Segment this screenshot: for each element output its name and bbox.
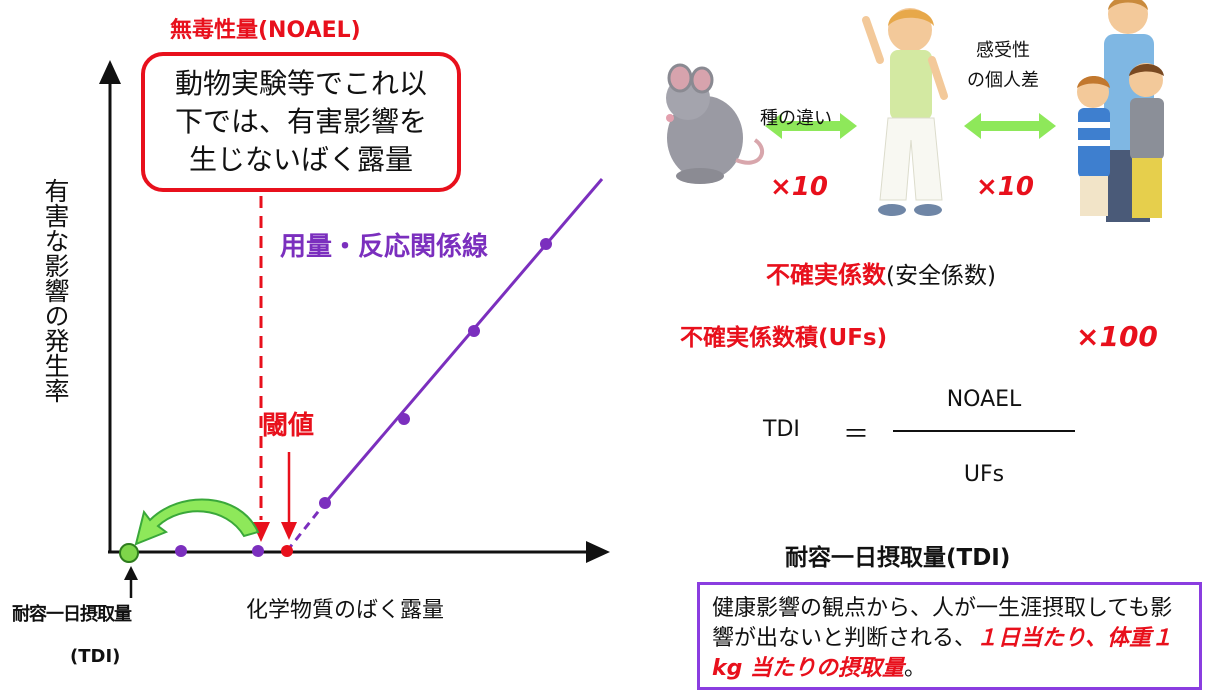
noael-box-line: 下では、有害影響を [174,105,427,138]
green-curved-arrow [134,498,260,546]
tdi-axis-label: 耐容一日摂取量 [12,604,132,625]
ufs-value: ×100 [1076,320,1158,353]
species-difference-label: 種の違い [760,108,832,129]
species-factor: ×10 [770,172,828,202]
sensitivity-label: 感受性 の個人差 [948,36,1058,96]
equation-equals: ＝ [843,420,870,450]
definition-end: 。 [904,656,927,681]
data-point [398,413,410,425]
tdi-point [119,543,139,563]
definition-highlight: １日当たり、体重１ kg 当たりの摂取量 [712,626,1174,681]
y-axis-label: 有害な影響の発生率 [41,178,70,403]
uncertainty-factor-label: 不確実係数 [766,261,886,289]
noael-box-line: 生じないばく露量 [188,143,413,176]
tdi-title: 耐容一日摂取量(TDI) [785,545,1011,571]
fraction-bar [893,430,1075,432]
uncertainty-factor-heading: 不確実係数(安全係数) [766,255,996,290]
noael-point [252,545,264,557]
noael-box-line: 動物実験等でこれ以 [174,67,427,100]
sensitivity-double-arrow [964,113,1056,139]
data-point [319,497,331,509]
dose-response-label: 用量・反応関係線 [280,232,489,262]
dose-response-line [323,178,604,504]
sensitivity-label-line: 感受性 [976,40,1030,61]
threshold-point [281,545,293,557]
y-axis-arrowhead [99,60,121,84]
noael-definition-box: 動物実験等でこれ以 下では、有害影響を 生じないばく露量 [141,52,461,192]
axis-point [175,545,187,557]
x-axis-label: 化学物質のばく露量 [246,598,445,623]
species-double-arrow [765,113,857,139]
equation-lhs: TDI [763,417,800,442]
tdi-definition-box: 健康影響の観点から、人が一生涯摂取しても影響が出ないと判断される、１日当たり、体… [697,582,1202,690]
dose-response-dashed [285,502,327,552]
tdi-up-arrowhead [124,566,138,580]
equation-numerator: NOAEL [946,387,1022,412]
threshold-label: 閾値 [262,411,315,441]
x-axis-arrowhead [586,541,610,563]
data-point [468,325,480,337]
definition-text: 健康影響の観点から、人が一生涯摂取しても影響が出ないと判断される、 [712,596,1173,651]
noael-title: 無毒性量(NOAEL) [170,18,361,43]
mouse-illustration [666,63,765,184]
family-illustration [1077,0,1164,222]
tdi-axis-label-abbrev: (TDI) [70,646,121,667]
threshold-arrowhead [281,522,297,540]
equation-denominator: UFs [963,462,1005,487]
sensitivity-factor: ×10 [976,172,1034,202]
sensitivity-label-line: の個人差 [967,70,1039,91]
safety-factor-label: (安全係数) [886,263,996,289]
ufs-label: 不確実係数積(UFs) [680,325,888,351]
data-point [540,238,552,250]
woman-illustration [862,8,948,216]
